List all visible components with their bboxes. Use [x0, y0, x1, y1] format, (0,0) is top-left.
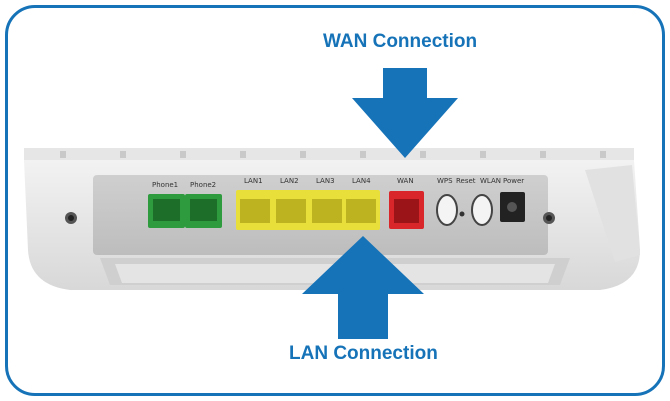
wan-connection-label: WAN Connection — [323, 31, 478, 52]
port-label-wan: WAN — [397, 177, 414, 185]
lan-connection-label: LAN Connection — [289, 343, 438, 364]
port-label-phone1: Phone1 — [152, 181, 179, 189]
port-label-phone2: Phone2 — [190, 181, 217, 189]
port-label-lan1: LAN1 — [244, 177, 263, 185]
port-label-reset: Reset — [456, 177, 476, 185]
port-label-power: Power — [503, 177, 525, 185]
arrow-up-icon — [302, 236, 424, 339]
port-label-wps: WPS — [437, 177, 453, 185]
port-label-lan2: LAN2 — [280, 177, 299, 185]
arrow-down-icon — [352, 68, 458, 158]
port-label-lan4: LAN4 — [352, 177, 371, 185]
port-label-lan3: LAN3 — [316, 177, 335, 185]
port-label-wlan: WLAN — [480, 177, 502, 185]
